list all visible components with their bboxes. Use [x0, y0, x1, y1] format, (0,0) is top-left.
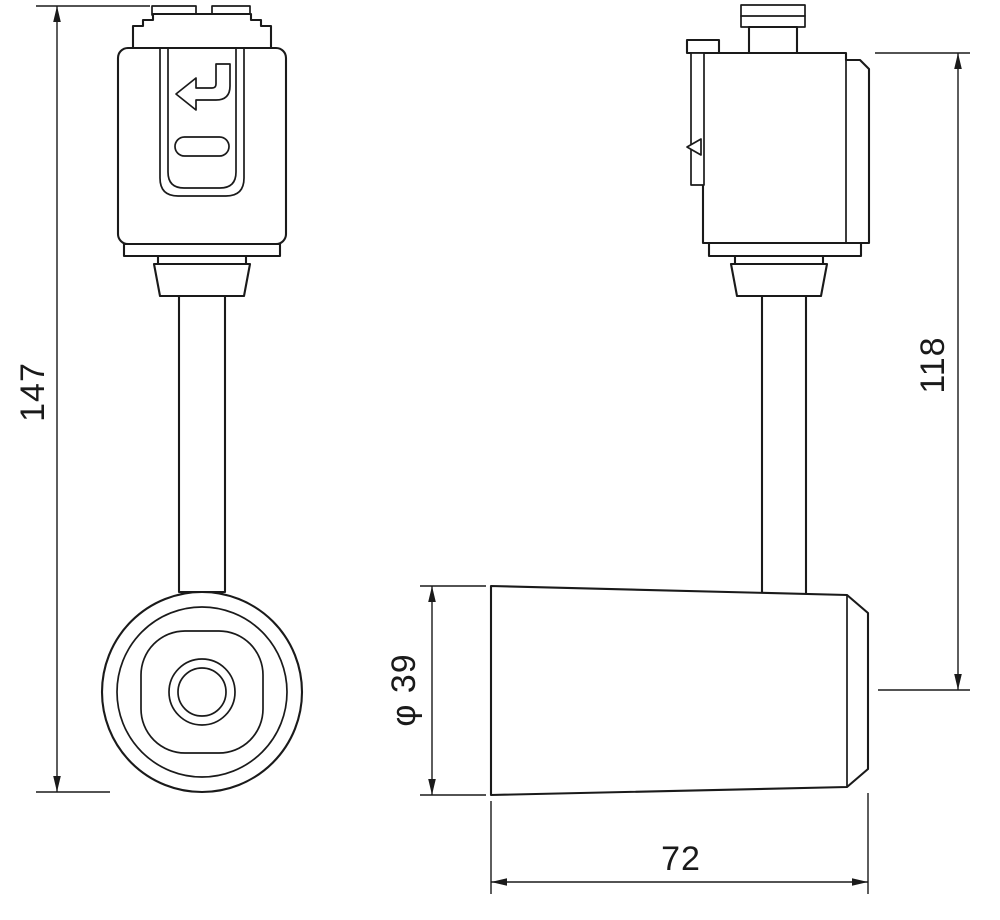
locking-lever [690, 52, 705, 186]
locking-lever-latch [686, 138, 702, 156]
dim-adapter-to-axis: 118 [875, 52, 970, 691]
adapter-panel-outer [159, 47, 245, 197]
adapter-body-front [116, 46, 288, 246]
adapter-tab-side [685, 38, 721, 55]
dim-label-72: 72 [661, 840, 701, 878]
dim-head-length: 72 [490, 793, 869, 894]
lamp-outer-rim [100, 590, 304, 794]
collar-step-front [156, 254, 248, 266]
dim-label-118: 118 [914, 336, 952, 393]
lamp-inner-rim [116, 606, 288, 778]
collar-step-side [733, 254, 825, 266]
adapter-body-side [701, 51, 871, 245]
adapter-base-band-side [707, 241, 863, 258]
dim-head-diameter: φ 39 [385, 585, 486, 796]
dim-label-147: 147 [14, 362, 52, 422]
stem-side [760, 294, 808, 598]
lamp-head-side [489, 584, 870, 797]
lamp-housing-squircle [140, 630, 264, 754]
front-view [100, 5, 304, 794]
return-arrow-icon [175, 63, 231, 111]
track-adapter-neck-side [747, 25, 799, 55]
dim-overall-height: 147 [14, 5, 150, 793]
lamp-lens-center [177, 667, 227, 717]
adapter-panel-inner [167, 47, 237, 189]
lamp-head-front [100, 590, 304, 794]
knurled-collar-front [152, 262, 252, 298]
dim-label-phi39: φ 39 [385, 653, 423, 726]
connector-slot-icon [174, 136, 230, 157]
knurled-collar-side [729, 262, 829, 298]
track-adapter-flange-front [131, 12, 273, 52]
adapter-base-band-front [122, 242, 282, 258]
lamp-lens-ring [168, 658, 236, 726]
stem-front [177, 294, 227, 594]
side-view [489, 4, 871, 797]
